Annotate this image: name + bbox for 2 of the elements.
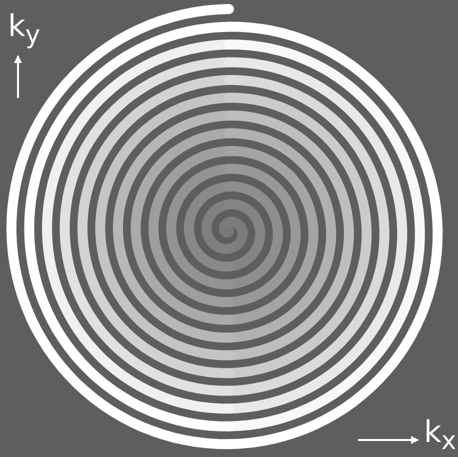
axis-label: k$_{x}$	[424, 418, 456, 453]
axis-label: k$_{y}$	[8, 12, 40, 47]
